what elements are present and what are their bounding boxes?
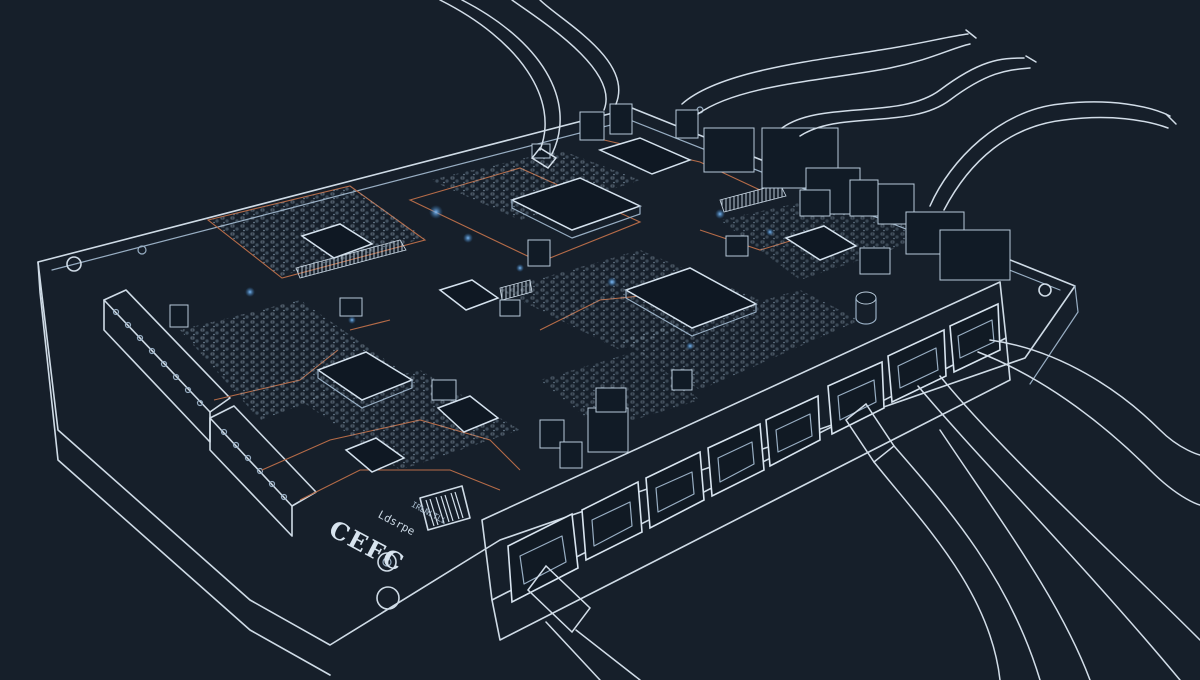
- pin-header-front: [209, 405, 317, 537]
- capacitor: [855, 291, 877, 305]
- ethernet-port-5: [765, 394, 821, 468]
- cable-port-6: [844, 402, 1041, 680]
- ethernet-port-3: [645, 450, 705, 530]
- switch-chip-right: [784, 225, 858, 261]
- soc-chip-main: [510, 177, 642, 239]
- rom-chip-top: [597, 137, 693, 175]
- flash-chip-front: [344, 437, 406, 473]
- usb-port: [939, 229, 1011, 281]
- mount-hole-right: [1038, 283, 1052, 297]
- processor-chip-center: [624, 267, 758, 337]
- controller-chip-front: [436, 395, 500, 433]
- mount-hole-left: [66, 256, 82, 272]
- ce-fcc-marks-icon: [377, 552, 397, 572]
- small-components: [169, 103, 1011, 469]
- status-leds: [245, 205, 774, 350]
- ic-chips: [295, 137, 858, 473]
- mount-hole-front: [376, 586, 400, 610]
- ethernet-port-1: [507, 512, 579, 604]
- ethernet-port-4: [707, 422, 765, 498]
- antenna-wires: [439, 0, 1177, 211]
- ethernet-port-7: [887, 328, 947, 404]
- inductor: [169, 304, 189, 328]
- board-side-edge: [37, 261, 331, 676]
- connector-strip: [719, 183, 787, 213]
- memory-chip-left: [316, 351, 414, 409]
- module-chip-left: [295, 223, 407, 279]
- cable-port-7: [917, 375, 1200, 680]
- phy-chip: [438, 279, 500, 311]
- ethernet-port-2: [581, 480, 643, 562]
- ethernet-cables: [527, 339, 1200, 680]
- ethernet-panel: [481, 281, 1011, 641]
- barcode-label-icon: [419, 485, 471, 531]
- cable-port-8: [977, 339, 1200, 506]
- ethernet-port-6: [827, 360, 885, 436]
- cable-port-1: [527, 564, 641, 680]
- ethernet-port-8: [949, 302, 1001, 374]
